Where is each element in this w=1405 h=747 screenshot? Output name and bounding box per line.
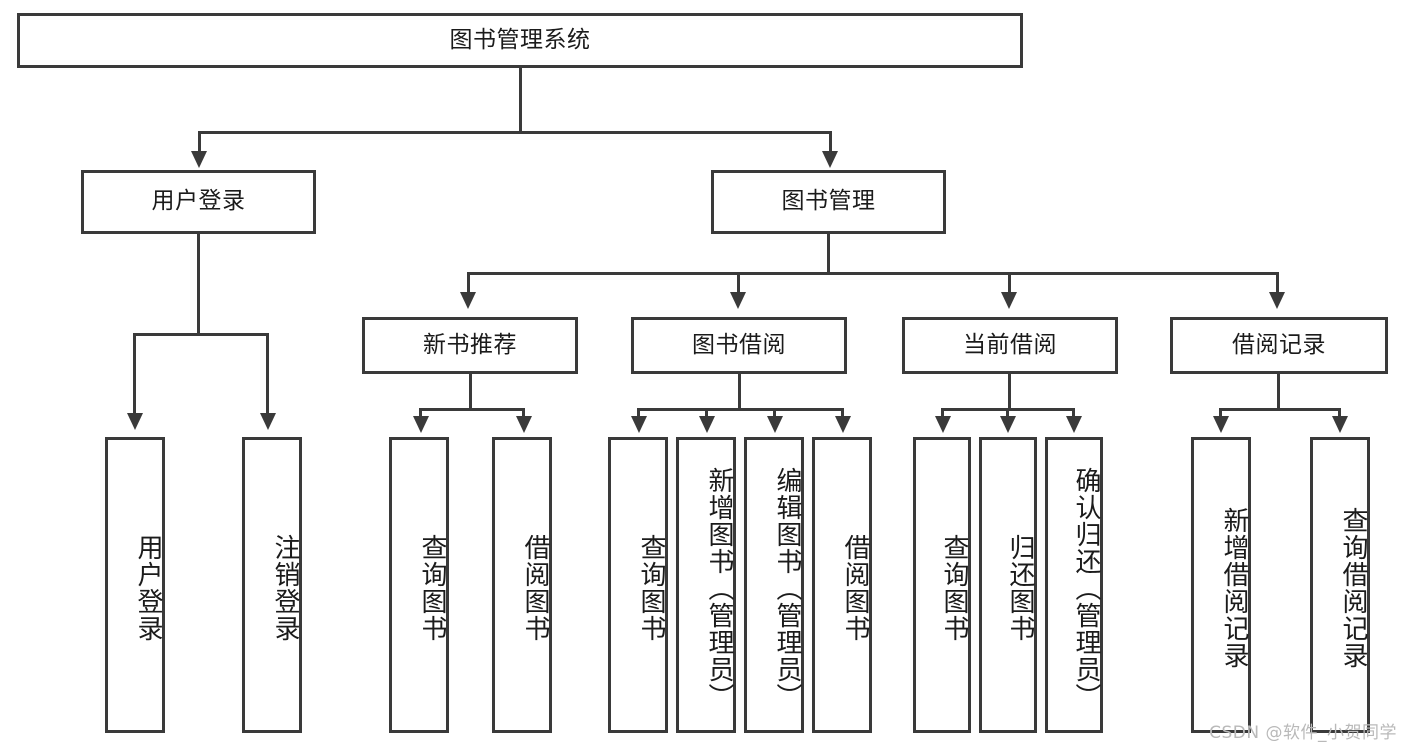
arrowhead-book-management <box>822 151 838 168</box>
connector-cb-drop-2 <box>1006 408 1009 418</box>
node-label: 查询图书 <box>636 534 666 642</box>
connector-bb-drop-1 <box>637 408 640 418</box>
node-label: 图书借阅 <box>692 331 786 358</box>
arrowhead-new-book-recommend <box>460 292 476 309</box>
connector-current-borrow-stem <box>1008 374 1011 408</box>
arrowhead-leaf-cb-3 <box>1066 416 1082 433</box>
node-label: 图书管理 <box>781 188 876 215</box>
leaf-cb-confirm-return-admin[interactable]: 确认归还（管理员） <box>1045 437 1103 733</box>
leaf-user-login-login[interactable]: 用户登录 <box>105 437 165 733</box>
arrowhead-leaf-cb-1 <box>935 416 951 433</box>
leaf-bb-edit-book-admin[interactable]: 编辑图书（管理员） <box>744 437 804 733</box>
node-book-borrow[interactable]: 图书借阅 <box>631 317 847 374</box>
connector-level3-drop-2 <box>737 272 740 294</box>
node-label: 编辑图书（管理员） <box>772 466 802 710</box>
connector-bb-drop-3 <box>773 408 776 418</box>
node-label: 归还图书 <box>1005 534 1035 642</box>
leaf-cb-query-book[interactable]: 查询图书 <box>913 437 971 733</box>
connector-book-borrow-stem <box>738 374 741 408</box>
node-label: 图书管理系统 <box>449 26 591 53</box>
node-label: 借阅记录 <box>1232 331 1326 358</box>
connector-root-stem <box>519 68 522 131</box>
leaf-br-query-record[interactable]: 查询借阅记录 <box>1310 437 1370 733</box>
connector-cb-drop-1 <box>941 408 944 418</box>
connector-book-management-bus <box>467 272 1279 275</box>
node-root-book-management-system[interactable]: 图书管理系统 <box>17 13 1023 68</box>
connector-cb-drop-3 <box>1072 408 1075 418</box>
connector-borrow-record-stem <box>1277 374 1280 408</box>
connector-new-book-recommend-bus <box>419 408 525 411</box>
leaf-nbr-query-book[interactable]: 查询图书 <box>389 437 449 733</box>
arrowhead-leaf-bb-3 <box>767 416 783 433</box>
node-label: 用户登录 <box>151 188 246 215</box>
watermark-csdn: CSDN @软件_小贺同学 <box>1209 723 1397 743</box>
leaf-br-add-record[interactable]: 新增借阅记录 <box>1191 437 1251 733</box>
connector-bb-drop-2 <box>705 408 708 418</box>
arrowhead-borrow-record <box>1269 292 1285 309</box>
node-label: 注销登录 <box>270 534 300 642</box>
leaf-nbr-borrow-book[interactable]: 借阅图书 <box>492 437 552 733</box>
node-new-book-recommend[interactable]: 新书推荐 <box>362 317 578 374</box>
connector-user-login-drop-1 <box>133 333 136 415</box>
node-label: 当前借阅 <box>963 331 1057 358</box>
connector-root-drop-user-login <box>198 131 201 153</box>
node-label: 查询图书 <box>939 534 969 642</box>
connector-user-login-stem <box>197 234 200 333</box>
connector-book-borrow-bus <box>637 408 843 411</box>
arrowhead-current-borrow <box>1001 292 1017 309</box>
node-label: 新增借阅记录 <box>1219 507 1249 669</box>
leaf-bb-add-book-admin[interactable]: 新增图书（管理员） <box>676 437 736 733</box>
arrowhead-leaf-bb-1 <box>631 416 647 433</box>
connector-level3-drop-3 <box>1008 272 1011 294</box>
leaf-bb-query-book[interactable]: 查询图书 <box>608 437 668 733</box>
node-label: 新书推荐 <box>423 331 517 358</box>
arrowhead-user-login <box>191 151 207 168</box>
node-label: 查询借阅记录 <box>1338 507 1368 669</box>
node-current-borrow[interactable]: 当前借阅 <box>902 317 1118 374</box>
connector-new-book-recommend-stem <box>469 374 472 408</box>
leaf-cb-return-book[interactable]: 归还图书 <box>979 437 1037 733</box>
node-label: 新增图书（管理员） <box>704 466 734 710</box>
node-user-login[interactable]: 用户登录 <box>81 170 316 234</box>
arrowhead-leaf-cb-2 <box>1000 416 1016 433</box>
leaf-user-login-logout[interactable]: 注销登录 <box>242 437 302 733</box>
arrowhead-leaf-bb-2 <box>699 416 715 433</box>
node-label: 确认归还（管理员） <box>1071 466 1101 710</box>
node-borrow-record[interactable]: 借阅记录 <box>1170 317 1388 374</box>
arrowhead-book-borrow <box>730 292 746 309</box>
arrowhead-leaf-br-2 <box>1332 416 1348 433</box>
connector-root-bus <box>198 131 832 134</box>
connector-bb-drop-4 <box>841 408 844 418</box>
connector-level3-drop-1 <box>467 272 470 294</box>
node-label: 用户登录 <box>133 534 163 642</box>
leaf-bb-borrow-book[interactable]: 借阅图书 <box>812 437 872 733</box>
connector-book-management-stem <box>827 234 830 272</box>
connector-user-login-drop-2 <box>266 333 269 415</box>
connector-root-drop-book-management <box>829 131 832 153</box>
connector-br-drop-2 <box>1338 408 1341 418</box>
arrowhead-leaf-bb-4 <box>835 416 851 433</box>
connector-br-drop-1 <box>1219 408 1222 418</box>
node-label: 借阅图书 <box>840 534 870 642</box>
arrowhead-leaf-br-1 <box>1213 416 1229 433</box>
arrowhead-leaf-user-login-2 <box>260 413 276 430</box>
connector-nbr-drop-2 <box>522 408 525 418</box>
connector-user-login-bus <box>133 333 269 336</box>
connector-level3-drop-4 <box>1276 272 1279 294</box>
arrowhead-leaf-nbr-1 <box>413 416 429 433</box>
arrowhead-leaf-nbr-2 <box>516 416 532 433</box>
node-book-management[interactable]: 图书管理 <box>711 170 946 234</box>
arrowhead-leaf-user-login-1 <box>127 413 143 430</box>
connector-nbr-drop-1 <box>419 408 422 418</box>
node-label: 查询图书 <box>417 534 447 642</box>
node-label: 借阅图书 <box>520 534 550 642</box>
connector-borrow-record-bus <box>1219 408 1341 411</box>
